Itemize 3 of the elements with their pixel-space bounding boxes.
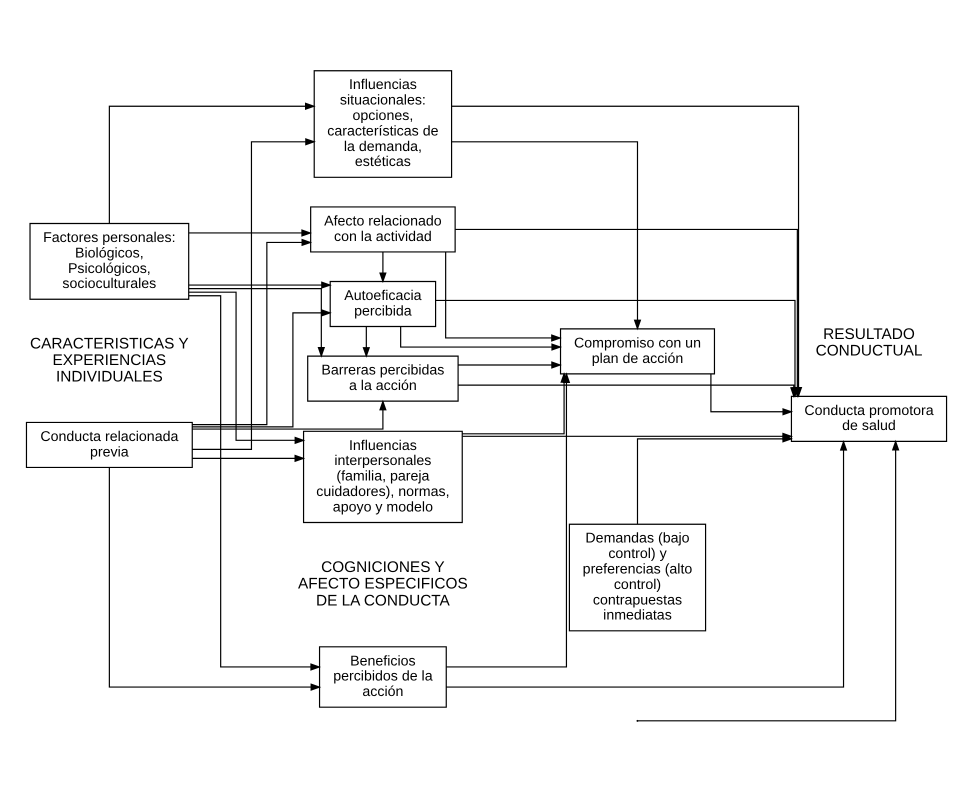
label: COGNICIONES Y AFECTO ESPECIFICOS DE LA CONDUCTA [298,558,468,609]
label: RESULTADO CONDUCTUAL [816,325,922,359]
label: CARACTERISTICAS Y EXPERIENCIAS INDIVIDUALES [30,334,189,385]
